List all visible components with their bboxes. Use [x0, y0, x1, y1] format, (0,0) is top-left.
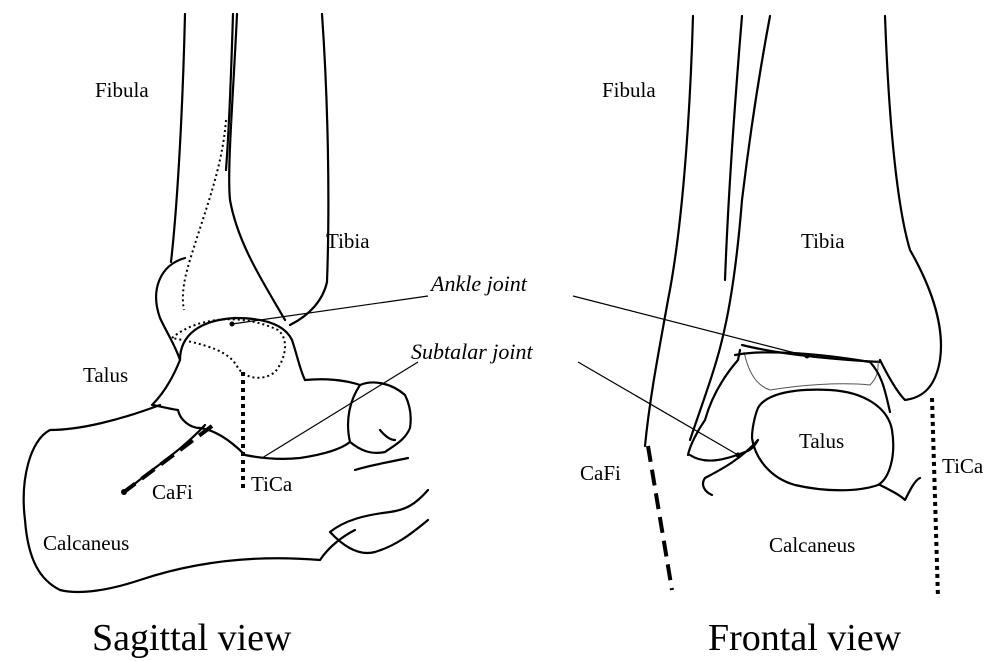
- joint-annotations: Ankle joint Subtalar joint: [232, 271, 807, 458]
- frontal-tica-line: [932, 398, 938, 598]
- subtalar-joint-label: Subtalar joint: [411, 339, 534, 364]
- sagittal-forefoot-outline: [380, 430, 395, 440]
- sagittal-fibula-outline: [171, 14, 233, 262]
- sagittal-cafi-label: CaFi: [152, 480, 193, 504]
- sagittal-fibula-label: Fibula: [95, 78, 149, 102]
- sagittal-cafi-point: [121, 489, 127, 495]
- sagittal-midfoot-outline: [330, 382, 428, 553]
- frontal-tica-label: TiCa: [942, 454, 984, 478]
- frontal-view: Fibula Tibia Talus Calcaneus CaFi TiCa F…: [580, 16, 984, 659]
- frontal-talus-dome-line: [744, 352, 878, 390]
- sagittal-talus-dotted: [172, 319, 285, 378]
- subtalar-joint-leader-left: [262, 362, 418, 458]
- sagittal-fibula-dotted: [183, 120, 226, 310]
- subtalar-joint-leader-right: [578, 362, 738, 455]
- frontal-view-title: Frontal view: [708, 617, 902, 659]
- ankle-joint-label: Ankle joint: [429, 271, 528, 296]
- sagittal-calcaneus-label: Calcaneus: [43, 531, 129, 555]
- ankle-joint-leader-right: [573, 296, 807, 356]
- frontal-tibia-label: Tibia: [801, 229, 845, 253]
- sagittal-talus-outline: [152, 258, 305, 428]
- sagittal-view-title: Sagittal view: [92, 617, 292, 659]
- frontal-calcaneus-label: Calcaneus: [769, 533, 855, 557]
- sagittal-view: Fibula Tibia Talus Calcaneus CaFi TiCa S…: [24, 14, 428, 659]
- sagittal-talus-label: Talus: [83, 363, 128, 387]
- sagittal-tica-label: TiCa: [251, 472, 293, 496]
- frontal-cafi-label: CaFi: [580, 461, 621, 485]
- sagittal-tibia-label: Tibia: [326, 229, 370, 253]
- frontal-fibula-outline: [645, 16, 742, 446]
- frontal-cafi-line: [648, 446, 672, 590]
- sagittal-tibia-outline: [229, 14, 328, 325]
- frontal-fibula-label: Fibula: [602, 78, 656, 102]
- frontal-talus-label: Talus: [799, 429, 844, 453]
- ankle-joint-leader-left: [232, 296, 428, 324]
